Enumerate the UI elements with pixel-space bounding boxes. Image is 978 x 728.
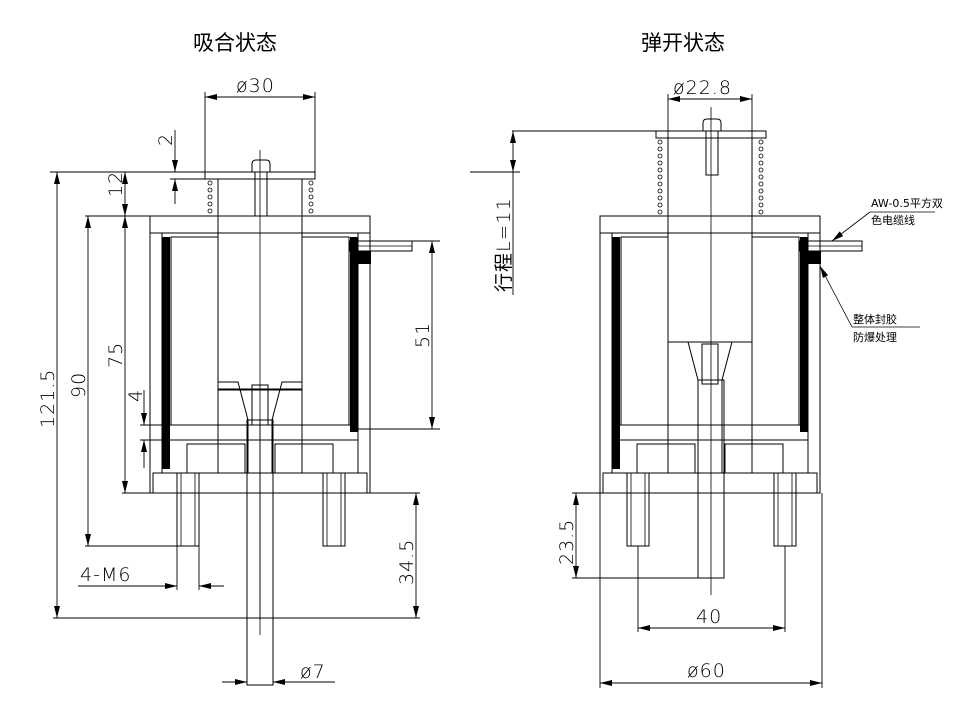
coil-left [620,236,669,426]
dim-bottom-gap: 4 [125,389,147,402]
released-state-title: 弹开状态 [641,31,725,55]
insulation-right [800,237,808,432]
dim-plate-gap: 2 [155,133,177,146]
dim-top-diameter: ø30 [236,75,275,97]
dim-rod-diameter: ø7 [300,661,326,683]
stud-left [626,472,650,547]
spring-left [657,139,663,215]
cable-note-line2: 色电缆线 [871,213,915,227]
dim-stud-spacing: 40 [696,606,722,628]
insulation-left [612,237,620,469]
dim-coil-height: 51 [412,322,434,348]
filler-left [186,443,246,474]
bolt-shank [705,130,719,176]
filler-left [636,443,696,474]
dim-total-height: 121.5 [37,369,59,428]
dim-stud-thread: 4-M6 [80,564,131,586]
potting-note-line2: 防爆处理 [853,330,897,344]
stud-right [773,472,797,547]
coil-right [751,236,800,426]
filler-right [724,443,784,474]
dim-top-to-housing: 12 [105,171,127,197]
dim-stud-length: 34.5 [396,539,418,585]
plunger [667,137,753,343]
dim-rod-protrusion: 23.5 [556,519,578,565]
dim-stroke: 行程L=11 [493,197,515,292]
housing [599,215,821,494]
dim-body-diameter: ø60 [687,660,726,682]
bolt-head [702,118,722,131]
potting-note-line1: 整体封胶 [853,312,897,326]
dim-top-diameter: ø22.8 [673,77,732,99]
filler-right [274,443,334,474]
engaged-solenoid [149,150,413,686]
base-plate [602,472,818,494]
insulation-left [162,237,170,469]
dim-housing-plus-stud: 90 [68,372,90,398]
insulation-right [350,237,358,432]
stud-left [176,472,200,547]
engaged-state-title: 吸合状态 [193,31,277,55]
dim-housing-height: 75 [105,342,127,368]
cable-note-line1: AW-0.5平方双 [871,196,943,210]
spring-right [758,139,764,215]
spring-right [308,180,314,214]
bolt-head [251,159,271,172]
spring-left [207,180,213,214]
coil-left [170,236,219,426]
coil-right [301,236,350,426]
engaged-dimensions: ø30 2 12 121.5 90 75 4 51 [37,75,440,685]
stud-right [322,472,346,547]
released-dimensions: ø22.8 行程L=11 23.5 40 ø60 AW-0.5平方双 色电缆线 … [470,77,943,688]
released-solenoid [599,107,863,595]
